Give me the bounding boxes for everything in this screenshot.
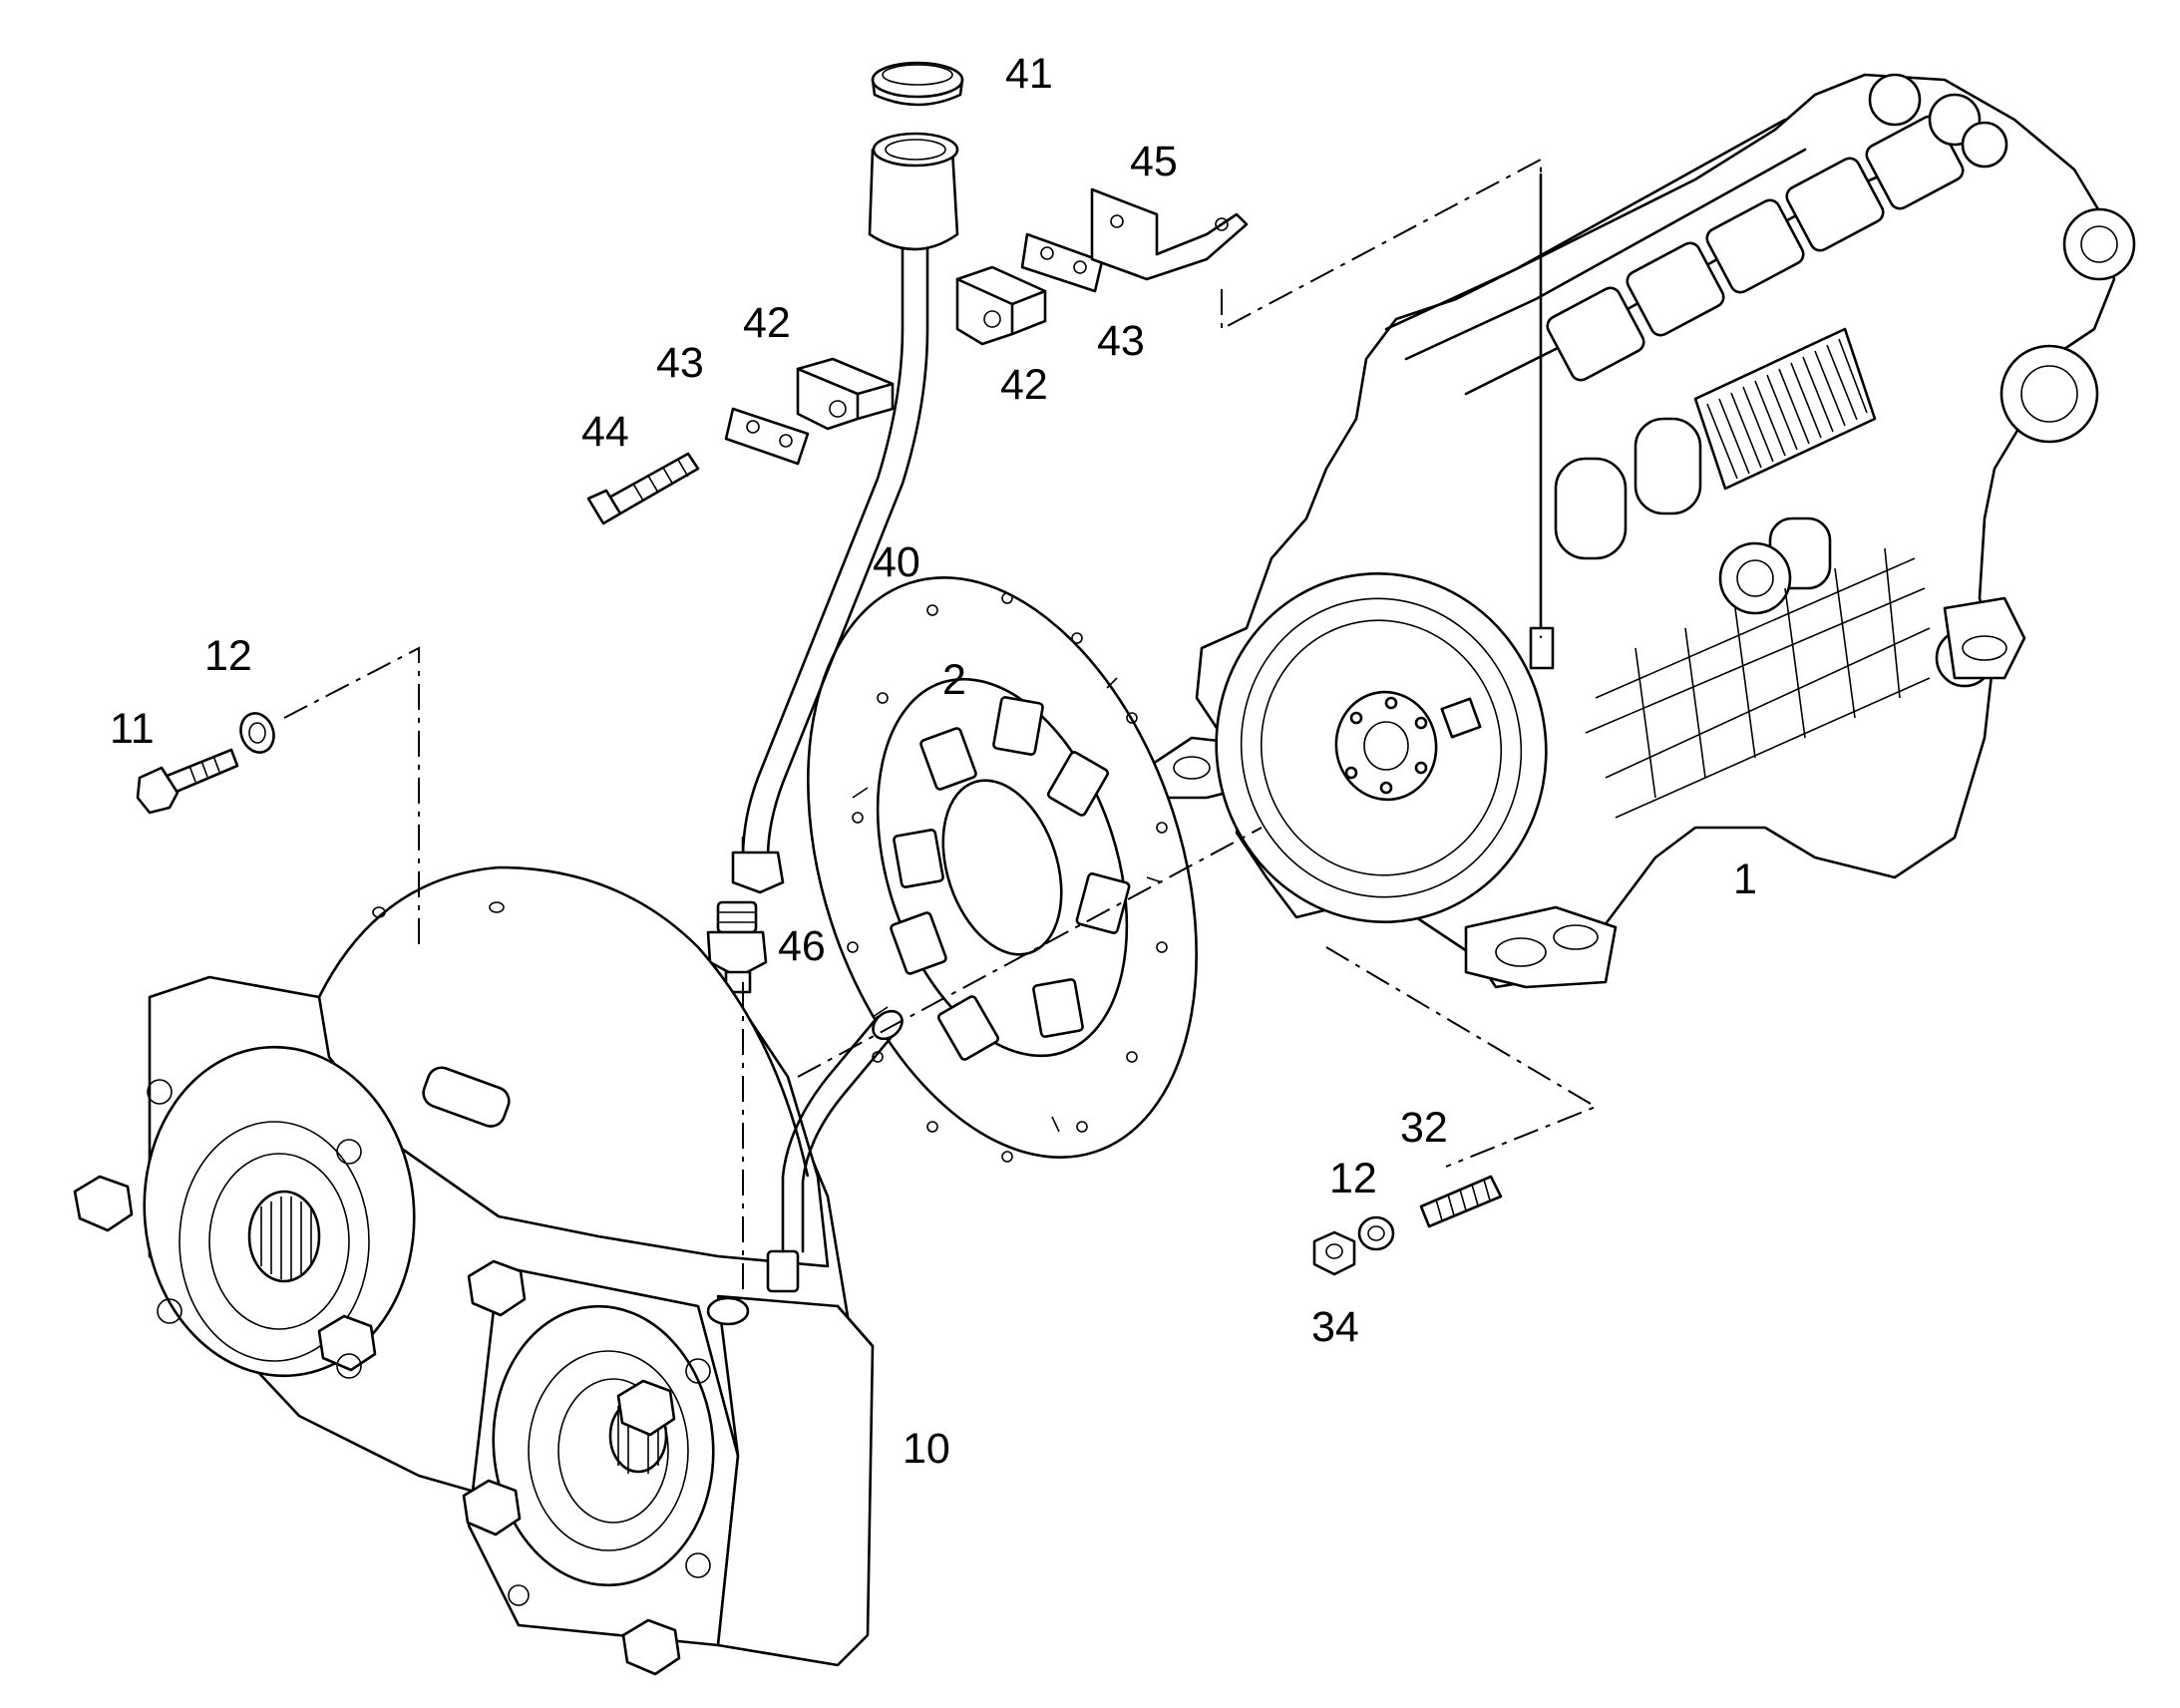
washer-12-right bbox=[1357, 1215, 1395, 1251]
stud-32 bbox=[1419, 1175, 1503, 1228]
engine-assembly bbox=[1145, 73, 2136, 989]
oil-cooler bbox=[1693, 327, 1877, 491]
callout-45: 45 bbox=[1130, 138, 1178, 185]
dipstick-tube bbox=[731, 132, 959, 894]
tube-clamp-left bbox=[796, 357, 895, 431]
callout-2: 2 bbox=[942, 656, 966, 704]
callout-43-left: 43 bbox=[656, 339, 704, 387]
callout-46: 46 bbox=[778, 922, 826, 970]
hex-bolt-44 bbox=[586, 452, 700, 525]
output-flange-right bbox=[467, 1264, 740, 1647]
clamp-plate-left bbox=[724, 407, 810, 466]
tube-clamp-right bbox=[955, 265, 1047, 346]
callout-44: 44 bbox=[581, 408, 629, 456]
callout-11: 11 bbox=[110, 705, 155, 753]
callout-12-right: 12 bbox=[1329, 1155, 1377, 1202]
hex-nut-34 bbox=[1312, 1230, 1356, 1276]
assembly-leader-lines bbox=[283, 158, 1599, 1296]
mounting-bracket bbox=[1090, 187, 1249, 281]
callout-43-right: 43 bbox=[1097, 317, 1145, 365]
washer-12-left bbox=[239, 712, 275, 754]
callout-10: 10 bbox=[903, 1425, 950, 1473]
callout-labels: 1 2 10 11 12 12 32 34 40 41 42 42 43 43 … bbox=[110, 50, 1757, 1473]
clamp-plate-right bbox=[1020, 232, 1104, 293]
callout-32: 32 bbox=[1400, 1104, 1448, 1152]
flywheel bbox=[1215, 571, 1548, 924]
damper-springs bbox=[890, 696, 1131, 1061]
callout-42-right: 42 bbox=[1000, 361, 1048, 409]
callout-41: 41 bbox=[1005, 50, 1053, 98]
callout-40: 40 bbox=[873, 538, 920, 586]
hex-bolt-11 bbox=[136, 748, 239, 815]
flywheel-housing bbox=[73, 865, 875, 1676]
callout-34: 34 bbox=[1311, 1303, 1359, 1351]
dipstick-cap bbox=[871, 61, 964, 107]
flex-coupling-disc bbox=[807, 576, 1198, 1163]
output-flange-left bbox=[143, 1045, 416, 1378]
callout-12-left: 12 bbox=[204, 632, 252, 680]
callout-1: 1 bbox=[1733, 855, 1757, 903]
disc-bolt-holes bbox=[847, 592, 1168, 1163]
housing-hex-nuts bbox=[73, 1175, 681, 1676]
callout-42-left: 42 bbox=[743, 299, 791, 347]
